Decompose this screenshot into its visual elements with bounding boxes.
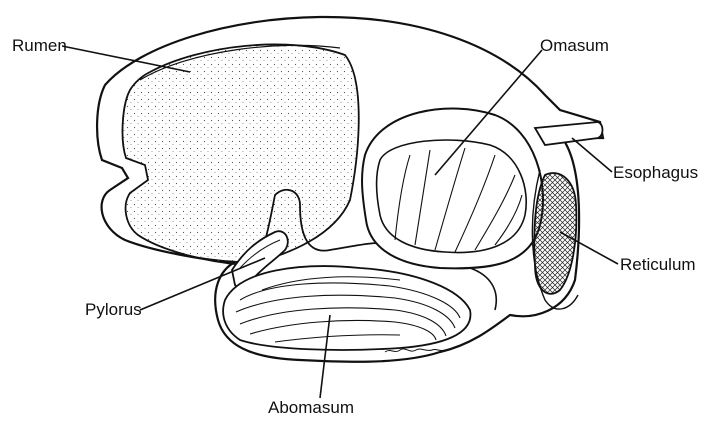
artist-signature [385, 349, 445, 352]
label-omasum: Omasum [540, 36, 609, 56]
label-rumen: Rumen [12, 36, 67, 56]
abomasum [223, 266, 470, 350]
esophagus [535, 122, 603, 145]
leader-esophagus [572, 138, 612, 172]
rumen-chamber [123, 44, 359, 265]
label-abomasum: Abomasum [268, 398, 354, 418]
label-reticulum: Reticulum [620, 255, 696, 275]
omasum [362, 108, 543, 268]
label-pylorus: Pylorus [85, 300, 142, 320]
label-esophagus: Esophagus [613, 163, 698, 183]
leader-rumen [62, 46, 190, 72]
